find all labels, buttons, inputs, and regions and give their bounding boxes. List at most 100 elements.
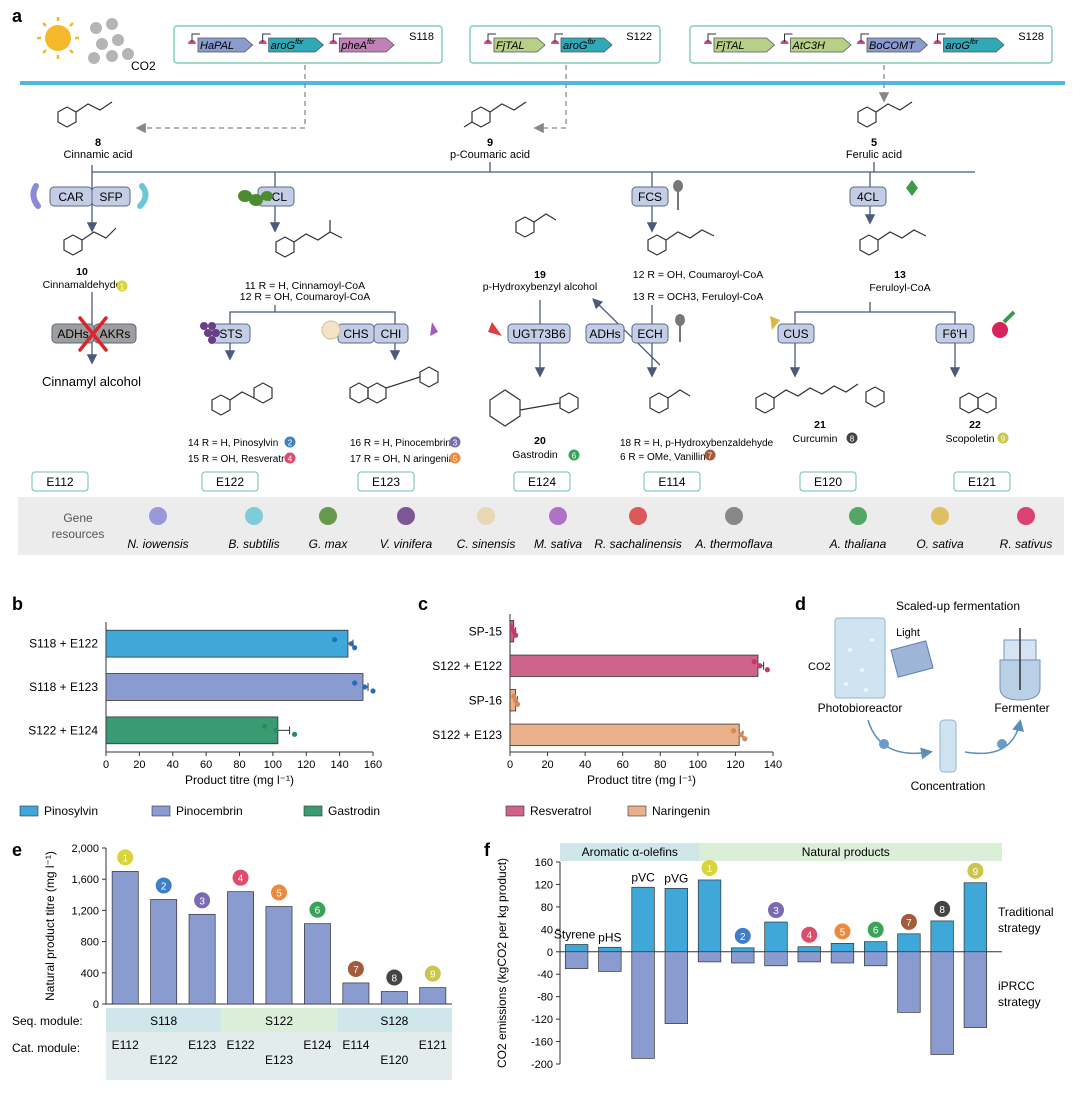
organism-sprite-fungus-fcs [673, 180, 683, 210]
organism-name: V. vinifera [380, 537, 433, 551]
co2-molecules-icon [88, 18, 134, 64]
product-badge-number: 8 [939, 905, 945, 916]
y-tick-label: 1,600 [71, 874, 99, 886]
bar [227, 891, 254, 1005]
legend-label: Gastrodin [328, 804, 380, 818]
cat-module-label: E124 [303, 1038, 331, 1052]
photobioreactor-icon [834, 617, 886, 699]
category-label: S122 + E122 [432, 659, 502, 673]
data-point [757, 663, 763, 669]
compound-11-label: 11 R = H, Cinnamoyl-CoA [245, 280, 365, 292]
data-point [291, 731, 298, 737]
data-point [370, 688, 376, 694]
y-tick-label: 160 [535, 857, 553, 869]
product-badge-number: 7 [353, 965, 359, 976]
bar [188, 913, 216, 1005]
enzyme-box-ech [631, 323, 669, 344]
gene-arrow-arogfbr [560, 37, 613, 53]
enzyme-label-chi: CHI [381, 327, 402, 341]
enzyme-label-sfp: SFP [99, 190, 122, 204]
structure-hydroxybenzyl-alcohol [515, 213, 557, 238]
bar [111, 871, 139, 1005]
product-badge-number: 7 [906, 918, 912, 929]
structure-cinnamic-acid [57, 101, 113, 128]
gene-label-fjtal: FjTAL [496, 40, 525, 52]
bar-traditional [897, 933, 921, 953]
gene-arrow-fjtal [493, 37, 546, 53]
x-tick-label: 120 [726, 759, 744, 771]
legend-swatch [303, 805, 323, 817]
cat-module-label: E122 [150, 1053, 178, 1067]
data-point [513, 697, 519, 703]
bar [150, 899, 178, 1005]
bar [304, 923, 331, 1005]
category-label: pVC [631, 870, 655, 884]
structure-benzaldehyde [649, 389, 691, 414]
organism-sprite-rice [770, 316, 780, 330]
bar [342, 982, 370, 1005]
organism-icon [149, 507, 167, 525]
product-badge [449, 436, 461, 448]
module-box-e114 [643, 471, 701, 492]
organism-name: G. max [309, 537, 349, 551]
enzyme-box-sfp [91, 186, 131, 207]
product-badge-number: 3 [199, 896, 205, 907]
gene-resources-band [18, 497, 1064, 555]
bar-traditional [797, 946, 821, 953]
product-20-name: Gastrodin [512, 449, 558, 461]
light-panel-icon [890, 640, 934, 678]
product-badge-number: 7 [708, 452, 713, 461]
y-tick-label: 40 [541, 924, 553, 936]
y-tick-label: 120 [535, 879, 553, 891]
legend-swatch [505, 805, 525, 817]
seq-module-band [221, 1008, 337, 1032]
compound-5-number: 5 [871, 137, 877, 149]
product-22-number: 22 [969, 419, 981, 431]
compound-10-number: 10 [76, 266, 88, 278]
product-21-name: Curcumin [793, 433, 838, 445]
bar-iprcc [731, 951, 755, 964]
compound-5-name: Ferulic acid [846, 149, 902, 161]
organism-icon [245, 507, 263, 525]
enzyme-label-ech: ECH [637, 327, 662, 341]
data-point [730, 728, 737, 734]
bar-traditional [963, 882, 988, 953]
data-point [348, 641, 354, 647]
category-label: SP-16 [469, 693, 503, 707]
structure-curcumin [755, 383, 885, 414]
organism-name: R. sativus [1000, 537, 1053, 551]
panel-label-c: c [418, 594, 428, 614]
bar [509, 654, 759, 677]
traditional-label-2: strategy [998, 921, 1041, 935]
seq-module-band [336, 1008, 452, 1032]
enzyme-box-ugt [507, 323, 571, 344]
enzyme-label-cus: CUS [783, 327, 808, 341]
y-tick-label: 0 [547, 947, 553, 959]
bar-iprcc [598, 951, 622, 972]
iprcc-label-2: strategy [998, 995, 1041, 1009]
enzyme-label-f6h: F6'H [943, 327, 968, 341]
module-label-e120: E120 [814, 475, 842, 489]
organism-sprite-grape [200, 322, 220, 344]
bar-iprcc [864, 951, 888, 967]
data-point [509, 624, 515, 630]
category-label: S122 + E124 [28, 723, 98, 737]
enzyme-label-sts: STS [219, 327, 242, 341]
gene-label-hapal: HaPAL [200, 40, 234, 52]
product-badge-number: 3 [453, 439, 458, 448]
module-label-e121: E121 [968, 475, 996, 489]
bar-traditional [864, 941, 888, 953]
product-badge [284, 436, 296, 448]
product-badge [704, 449, 716, 461]
x-axis-title: Product titre (mg l⁻¹) [587, 773, 696, 787]
bar-traditional [697, 879, 722, 953]
compound-12-label: 12 R = OH, Coumaroyl-CoA [240, 291, 370, 303]
strain-id-s122: S122 [626, 31, 652, 43]
organism-name: N. iowensis [127, 537, 188, 551]
gene-arrow-arogfbr [943, 37, 1005, 53]
data-point [273, 727, 279, 733]
